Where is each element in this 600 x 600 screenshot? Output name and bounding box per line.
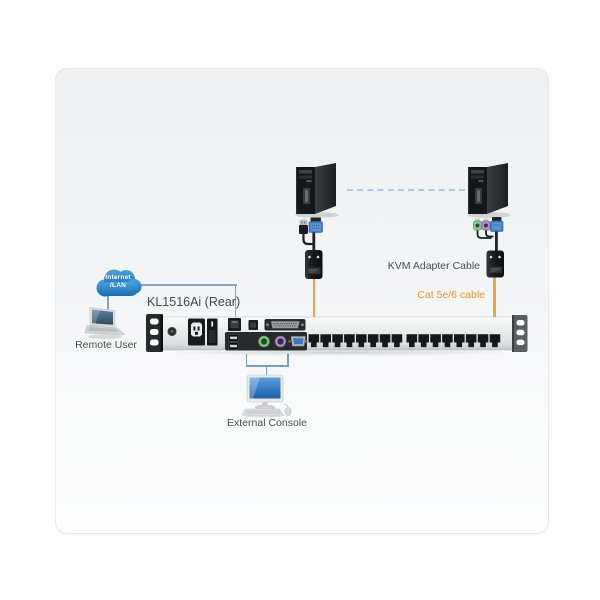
kvm-port bbox=[406, 334, 418, 348]
server-tower-right bbox=[464, 160, 514, 218]
cloud-to-laptop-line bbox=[107, 295, 109, 313]
rack-bracket-left bbox=[146, 314, 163, 352]
cat-cable-left bbox=[312, 278, 316, 340]
laptop-icon bbox=[84, 307, 126, 339]
power-switch bbox=[207, 318, 218, 346]
kvm-port bbox=[465, 334, 477, 348]
kvm-port bbox=[454, 334, 465, 348]
usb-console-port-2 bbox=[228, 342, 239, 350]
usb-console-port-1 bbox=[228, 334, 239, 342]
kvm-adapter-right bbox=[468, 217, 504, 281]
vga-console-port bbox=[288, 336, 308, 347]
kvm-adapter-left bbox=[294, 217, 328, 283]
kvm-port-group-1 bbox=[308, 334, 403, 348]
kvm-port bbox=[430, 334, 441, 348]
ps2-keyboard-port bbox=[258, 335, 270, 348]
modem-port bbox=[248, 320, 258, 330]
cloud-label-line1: Internet bbox=[105, 274, 131, 281]
grounding-terminal bbox=[167, 326, 177, 337]
cloud-to-lan-line-horizontal bbox=[139, 284, 237, 286]
server-link-dashed-line bbox=[347, 189, 465, 191]
cat-cable-label: Cat 5e/6 cable bbox=[417, 289, 485, 301]
kvm-adapter-ps2-icon bbox=[472, 217, 504, 278]
kvm-adapter-usb-icon bbox=[299, 217, 323, 279]
kvm-port bbox=[356, 334, 367, 348]
kvm-adapter-cable-label: KVM Adapter Cable bbox=[387, 260, 480, 272]
kvm-port bbox=[391, 334, 403, 348]
server-tower-icon bbox=[467, 163, 511, 218]
desktop-console-icon bbox=[241, 374, 292, 418]
rack-bracket-right bbox=[512, 315, 528, 352]
remote-user-label: Remote User bbox=[75, 339, 137, 351]
cloud-label-line2: /LAN bbox=[110, 282, 126, 289]
kvm-switch-rear-icon bbox=[146, 314, 528, 352]
kvm-port bbox=[477, 334, 489, 348]
console-bracket-left bbox=[245, 354, 248, 366]
external-console-label: External Console bbox=[227, 417, 307, 429]
cloud-to-lan-line-vertical bbox=[234, 284, 237, 318]
power-socket bbox=[188, 318, 205, 346]
internet-cloud: Internet /LAN bbox=[93, 267, 143, 300]
kvm-port bbox=[418, 334, 429, 348]
kvm-port bbox=[308, 334, 320, 348]
ps2-mouse-port bbox=[274, 335, 287, 348]
lan-port bbox=[228, 318, 241, 331]
server-tower-icon bbox=[295, 163, 339, 218]
switch-shadow bbox=[165, 349, 515, 356]
kvm-port bbox=[367, 334, 379, 348]
server-tower-left bbox=[292, 160, 342, 218]
console-bracket-stem bbox=[265, 365, 268, 377]
external-console bbox=[240, 374, 296, 418]
device-title-label: KL1516Ai (Rear) bbox=[147, 295, 241, 309]
serial-db25-port bbox=[264, 319, 306, 331]
kvm-port bbox=[489, 334, 501, 348]
kvm-port bbox=[344, 334, 355, 348]
cloud-label: Internet /LAN bbox=[93, 274, 143, 290]
cat-cable-right bbox=[493, 277, 496, 340]
remote-user-laptop bbox=[84, 306, 128, 340]
kvm-port bbox=[442, 334, 453, 348]
console-port-panel bbox=[225, 332, 308, 351]
kvm-port bbox=[332, 334, 343, 348]
kvm-switch-rear bbox=[144, 312, 538, 356]
cloud-icon bbox=[96, 269, 142, 297]
kvm-port-group-2 bbox=[406, 334, 501, 348]
kvm-port bbox=[320, 334, 331, 348]
kvm-port bbox=[379, 334, 391, 348]
console-bracket-right bbox=[287, 354, 289, 366]
diagram-card bbox=[55, 68, 549, 534]
